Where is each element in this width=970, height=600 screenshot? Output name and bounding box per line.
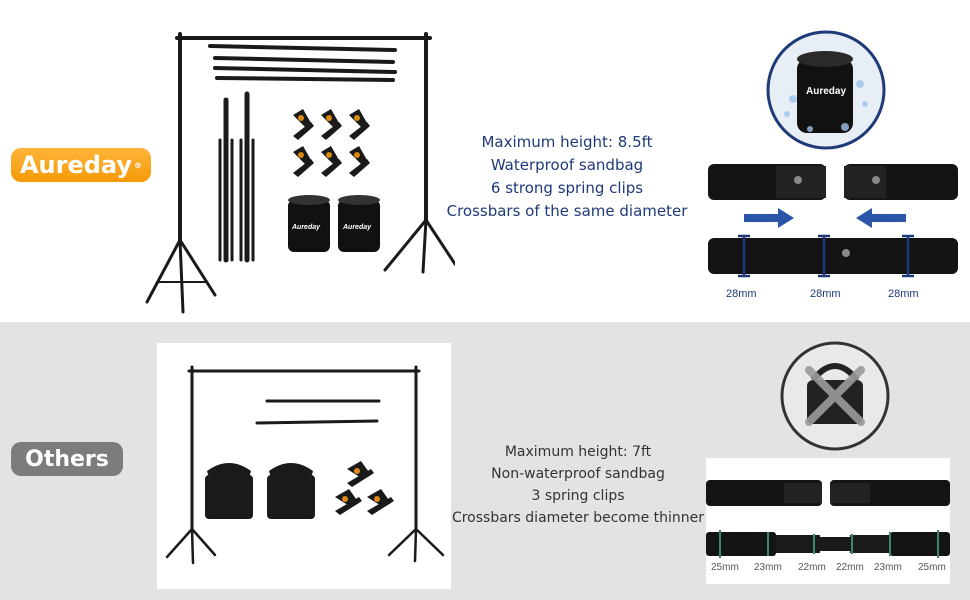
others-diameter-2: 23mm bbox=[754, 562, 782, 573]
aureday-diameter-3: 28mm bbox=[888, 288, 919, 300]
bag-logo-right: Aureday bbox=[343, 224, 372, 231]
others-diameter-6: 25mm bbox=[918, 562, 946, 573]
others-diameter-4: 22mm bbox=[836, 562, 864, 573]
feature-sandbag: Waterproof sandbag bbox=[490, 156, 644, 174]
others-badge-text: Others bbox=[25, 446, 109, 472]
aureday-backdrop-stand-illustration bbox=[145, 32, 455, 314]
others-feature-crossbars: Crossbars diameter become thinner bbox=[451, 510, 705, 526]
aureday-crossbar-joint-illustration bbox=[708, 164, 958, 278]
others-crossbar-joint-panel: 25mm 23mm 22mm 22mm 23mm 25mm bbox=[706, 458, 950, 584]
registered-mark: ® bbox=[134, 160, 143, 170]
feature-max-height: Maximum height: 8.5ft bbox=[481, 133, 653, 151]
aureday-diameter-2: 28mm bbox=[810, 288, 841, 300]
feature-clips: 6 strong spring clips bbox=[490, 179, 644, 197]
others-crossbar-joint-illustration bbox=[706, 480, 950, 558]
others-feature-sandbag: Non-waterproof sandbag bbox=[491, 466, 665, 482]
feature-crossbars: Crossbars of the same diameter bbox=[446, 202, 688, 220]
aureday-badge-text: Aureday bbox=[19, 151, 133, 179]
others-diameter-1: 25mm bbox=[711, 562, 739, 573]
non-waterproof-sandbag-icon bbox=[780, 341, 890, 451]
others-diameter-5: 23mm bbox=[874, 562, 902, 573]
others-feature-max-height: Maximum height: 7ft bbox=[504, 444, 652, 460]
aureday-brand-badge: Aureday® bbox=[11, 148, 151, 182]
others-product-panel bbox=[157, 343, 451, 589]
aureday-feature-list: Maximum height: 8.5ft Waterproof sandbag… bbox=[440, 131, 694, 223]
others-brand-badge: Others bbox=[11, 442, 123, 476]
circle-bag-logo: Aureday bbox=[806, 86, 847, 97]
bag-logo-left: Aureday bbox=[292, 224, 321, 231]
others-backdrop-stand-illustration bbox=[165, 365, 445, 565]
aureday-diameter-1: 28mm bbox=[726, 288, 757, 300]
waterproof-sandbag-icon bbox=[766, 30, 886, 150]
others-feature-list: Maximum height: 7ft Non-waterproof sandb… bbox=[446, 441, 710, 529]
others-diameter-3: 22mm bbox=[798, 562, 826, 573]
others-feature-clips: 3 spring clips bbox=[531, 488, 625, 504]
